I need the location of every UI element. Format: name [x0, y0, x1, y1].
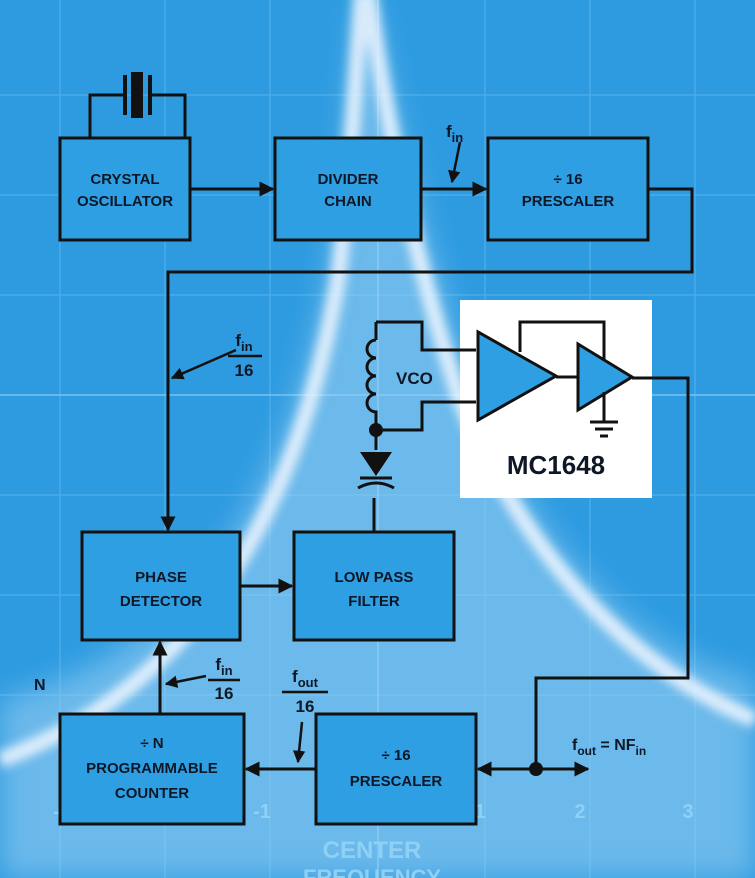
crystal-oscillator-block: [58, 136, 192, 242]
scope-tick-label: 3: [682, 801, 693, 823]
crystal-body: [131, 72, 143, 118]
amp-feedback-wire: [518, 320, 606, 360]
crystal-oscillator-label: CRYSTAL: [90, 171, 159, 188]
fin16-lower-numerator: fin: [215, 655, 232, 678]
divider-chain-label: DIVIDER: [318, 171, 379, 188]
prescaler-top-label: PRESCALER: [522, 193, 615, 210]
fin-pointer: [448, 141, 462, 184]
fout16-numerator: fout: [292, 667, 319, 690]
scope-tick-label: 1: [474, 801, 485, 823]
wire-prescaler-to-phase-detector: [160, 187, 694, 532]
vco-label: VCO: [396, 369, 433, 388]
crystal-oscillator-label: OSCILLATOR: [77, 193, 173, 210]
block-labels: CRYSTAL OSCILLATOR DIVIDER CHAIN ÷ 16 PR…: [77, 171, 614, 802]
vco-wire-bottom: [376, 400, 476, 432]
fin16-pointer: [170, 348, 237, 380]
divider-chain-label: CHAIN: [324, 193, 372, 210]
scope-center-label: CENTER: [323, 837, 422, 864]
low-pass-filter-block: [292, 530, 456, 642]
prescaler-bottom-label: ÷ 16: [381, 747, 410, 764]
blocks: [58, 136, 650, 826]
fin-label: fin: [446, 122, 463, 145]
varactor-capacitor-plate: [357, 481, 395, 490]
output-junction-dot: [529, 762, 543, 776]
crystal-icon: [88, 72, 187, 138]
mc1648-label: MC1648: [507, 450, 605, 480]
phase-detector-label: DETECTOR: [120, 593, 202, 610]
inductor-icon: [365, 338, 378, 430]
signal-labels: fin fin 16 fin 16 fout 16 VCO MC1648 N f…: [34, 122, 646, 758]
prescaler-top-block: [486, 136, 650, 242]
phase-detector-block: [80, 530, 242, 642]
prescaler-top-label: ÷ 16: [553, 171, 582, 188]
mc1648-circuit: [476, 320, 635, 438]
scope-tick-label: -1: [253, 801, 271, 823]
crystal-lead-right: [150, 93, 187, 138]
output-frequency-label: fout = NFin: [572, 737, 646, 758]
scope-tick-label: 2: [574, 801, 585, 823]
programmable-counter-label: COUNTER: [115, 785, 189, 802]
varactor-diode-icon: [360, 452, 392, 476]
divider-chain-block: [273, 136, 423, 242]
fin16-numerator: fin: [235, 331, 252, 354]
fin16-denominator: 16: [235, 361, 254, 380]
wiring: [152, 181, 694, 777]
wire-vco-output: [534, 376, 690, 769]
prescaler-bottom-block: [314, 712, 478, 826]
low-pass-filter-label: LOW PASS: [335, 569, 414, 586]
vco-tank-circuit: [357, 320, 476, 490]
n-label: N: [34, 677, 46, 694]
low-pass-filter-label: FILTER: [348, 593, 400, 610]
programmable-counter-label: PROGRAMMABLE: [86, 760, 218, 777]
fout16-denominator: 16: [296, 697, 315, 716]
programmable-counter-block: [58, 712, 246, 826]
phase-detector-label: PHASE: [135, 569, 187, 586]
crystal-lead-left: [88, 93, 125, 138]
label-pointers: [164, 141, 462, 764]
vco-junction-dot: [369, 423, 383, 437]
scope-frequency-label: FREQUENCY: [303, 865, 441, 878]
vco-wire-top: [376, 320, 476, 352]
prescaler-bottom-label: PRESCALER: [350, 773, 443, 790]
programmable-counter-label: ÷ N: [140, 735, 163, 752]
amplifier-1-icon: [476, 329, 560, 423]
fout16-pointer: [292, 721, 306, 764]
fin16-lower-pointer: [164, 674, 207, 688]
fin16-lower-denominator: 16: [215, 684, 234, 703]
